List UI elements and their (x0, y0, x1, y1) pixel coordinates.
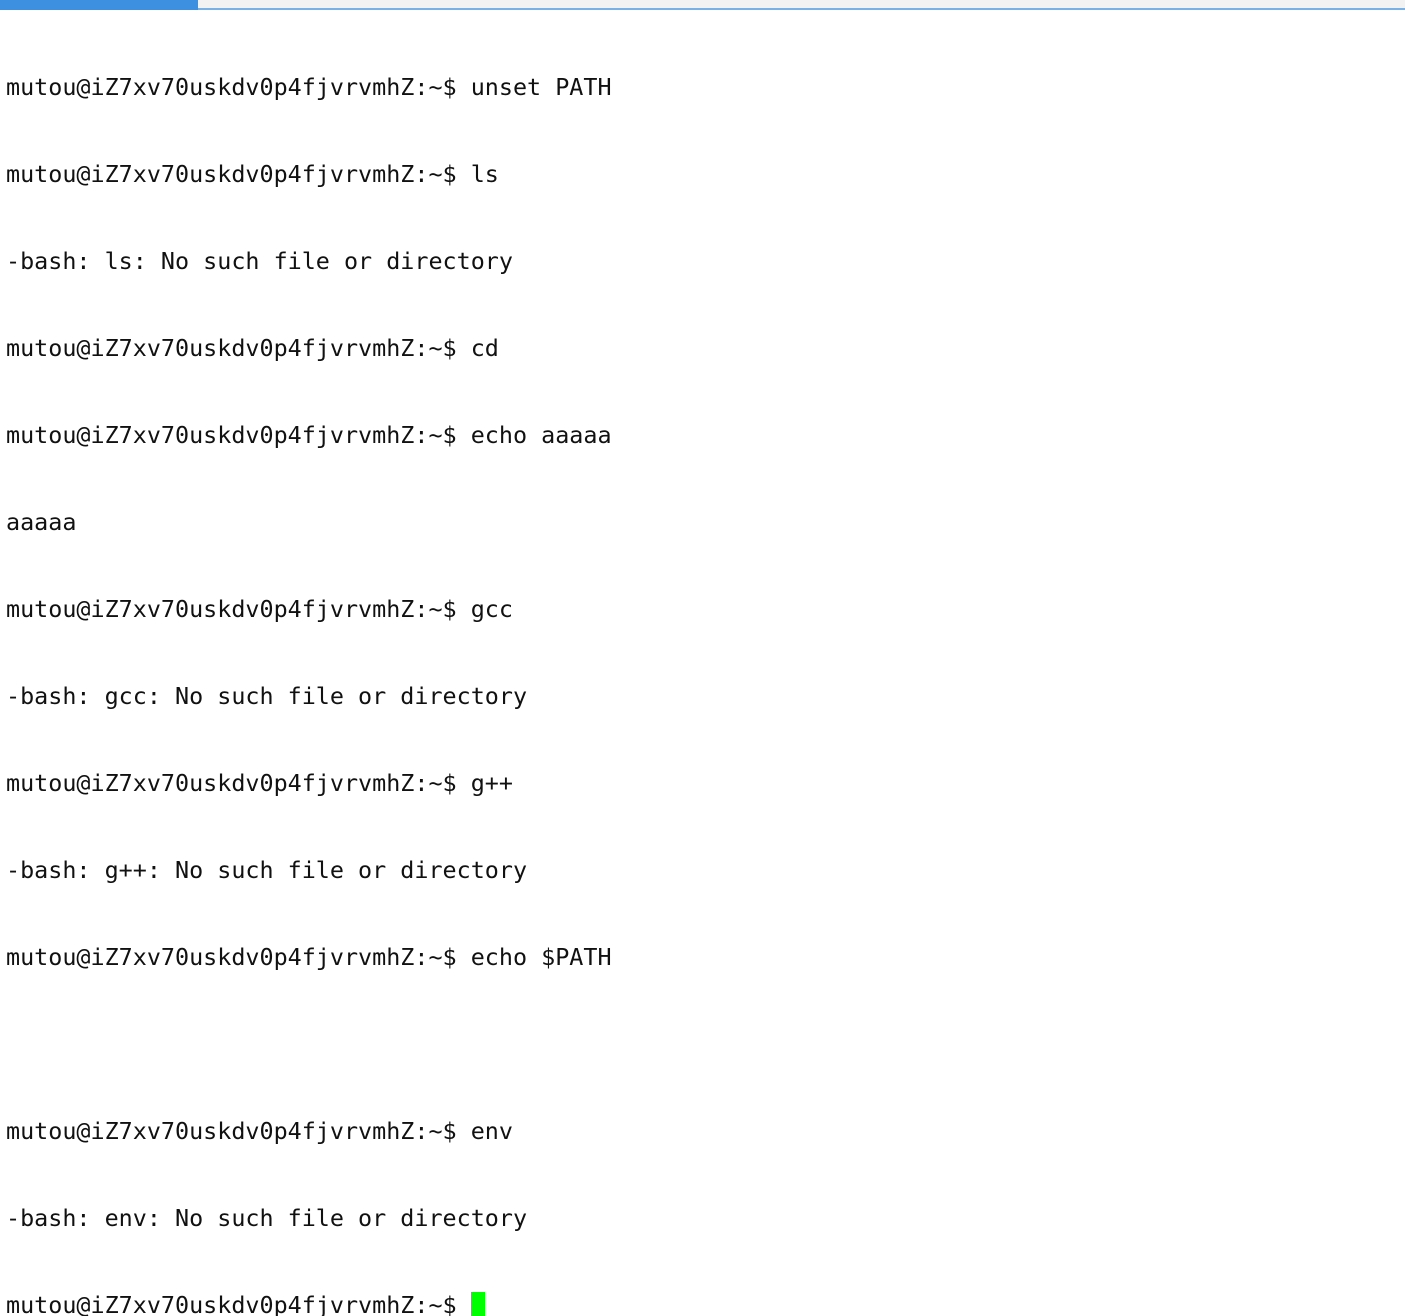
terminal-line: aaaaa (6, 508, 77, 536)
terminal-line: -bash: ls: No such file or directory (6, 247, 513, 275)
active-tab-indicator[interactable] (0, 0, 198, 10)
terminal-cursor (470, 1292, 485, 1316)
terminal-line: mutou@iZ7xv70uskdv0p4fjvrvmhZ:~$ env (6, 1117, 513, 1145)
terminal-line: -bash: g++: No such file or directory (6, 856, 528, 884)
terminal-line: mutou@iZ7xv70uskdv0p4fjvrvmhZ:~$ cd (6, 334, 499, 362)
terminal-line: mutou@iZ7xv70uskdv0p4fjvrvmhZ:~$ echo aa… (6, 421, 612, 449)
terminal-line: mutou@iZ7xv70uskdv0p4fjvrvmhZ:~$ gcc (6, 595, 513, 623)
tab-strip (0, 0, 1405, 10)
terminal-prompt-line[interactable]: mutou@iZ7xv70uskdv0p4fjvrvmhZ:~$ (6, 1291, 1396, 1316)
terminal-line (6, 1030, 1396, 1059)
terminal-line: -bash: gcc: No such file or directory (6, 682, 528, 710)
terminal-prompt: mutou@iZ7xv70uskdv0p4fjvrvmhZ:~$ (6, 1291, 471, 1316)
terminal-output[interactable]: mutou@iZ7xv70uskdv0p4fjvrvmhZ:~$ unset P… (6, 15, 1396, 1316)
terminal-line: mutou@iZ7xv70uskdv0p4fjvrvmhZ:~$ echo $P… (6, 943, 612, 971)
terminal-line: mutou@iZ7xv70uskdv0p4fjvrvmhZ:~$ g++ (6, 769, 513, 797)
tab-strip-background (198, 0, 1405, 8)
terminal-line: mutou@iZ7xv70uskdv0p4fjvrvmhZ:~$ ls (6, 160, 499, 188)
terminal-line: mutou@iZ7xv70uskdv0p4fjvrvmhZ:~$ unset P… (6, 73, 612, 101)
terminal-line: -bash: env: No such file or directory (6, 1204, 528, 1232)
